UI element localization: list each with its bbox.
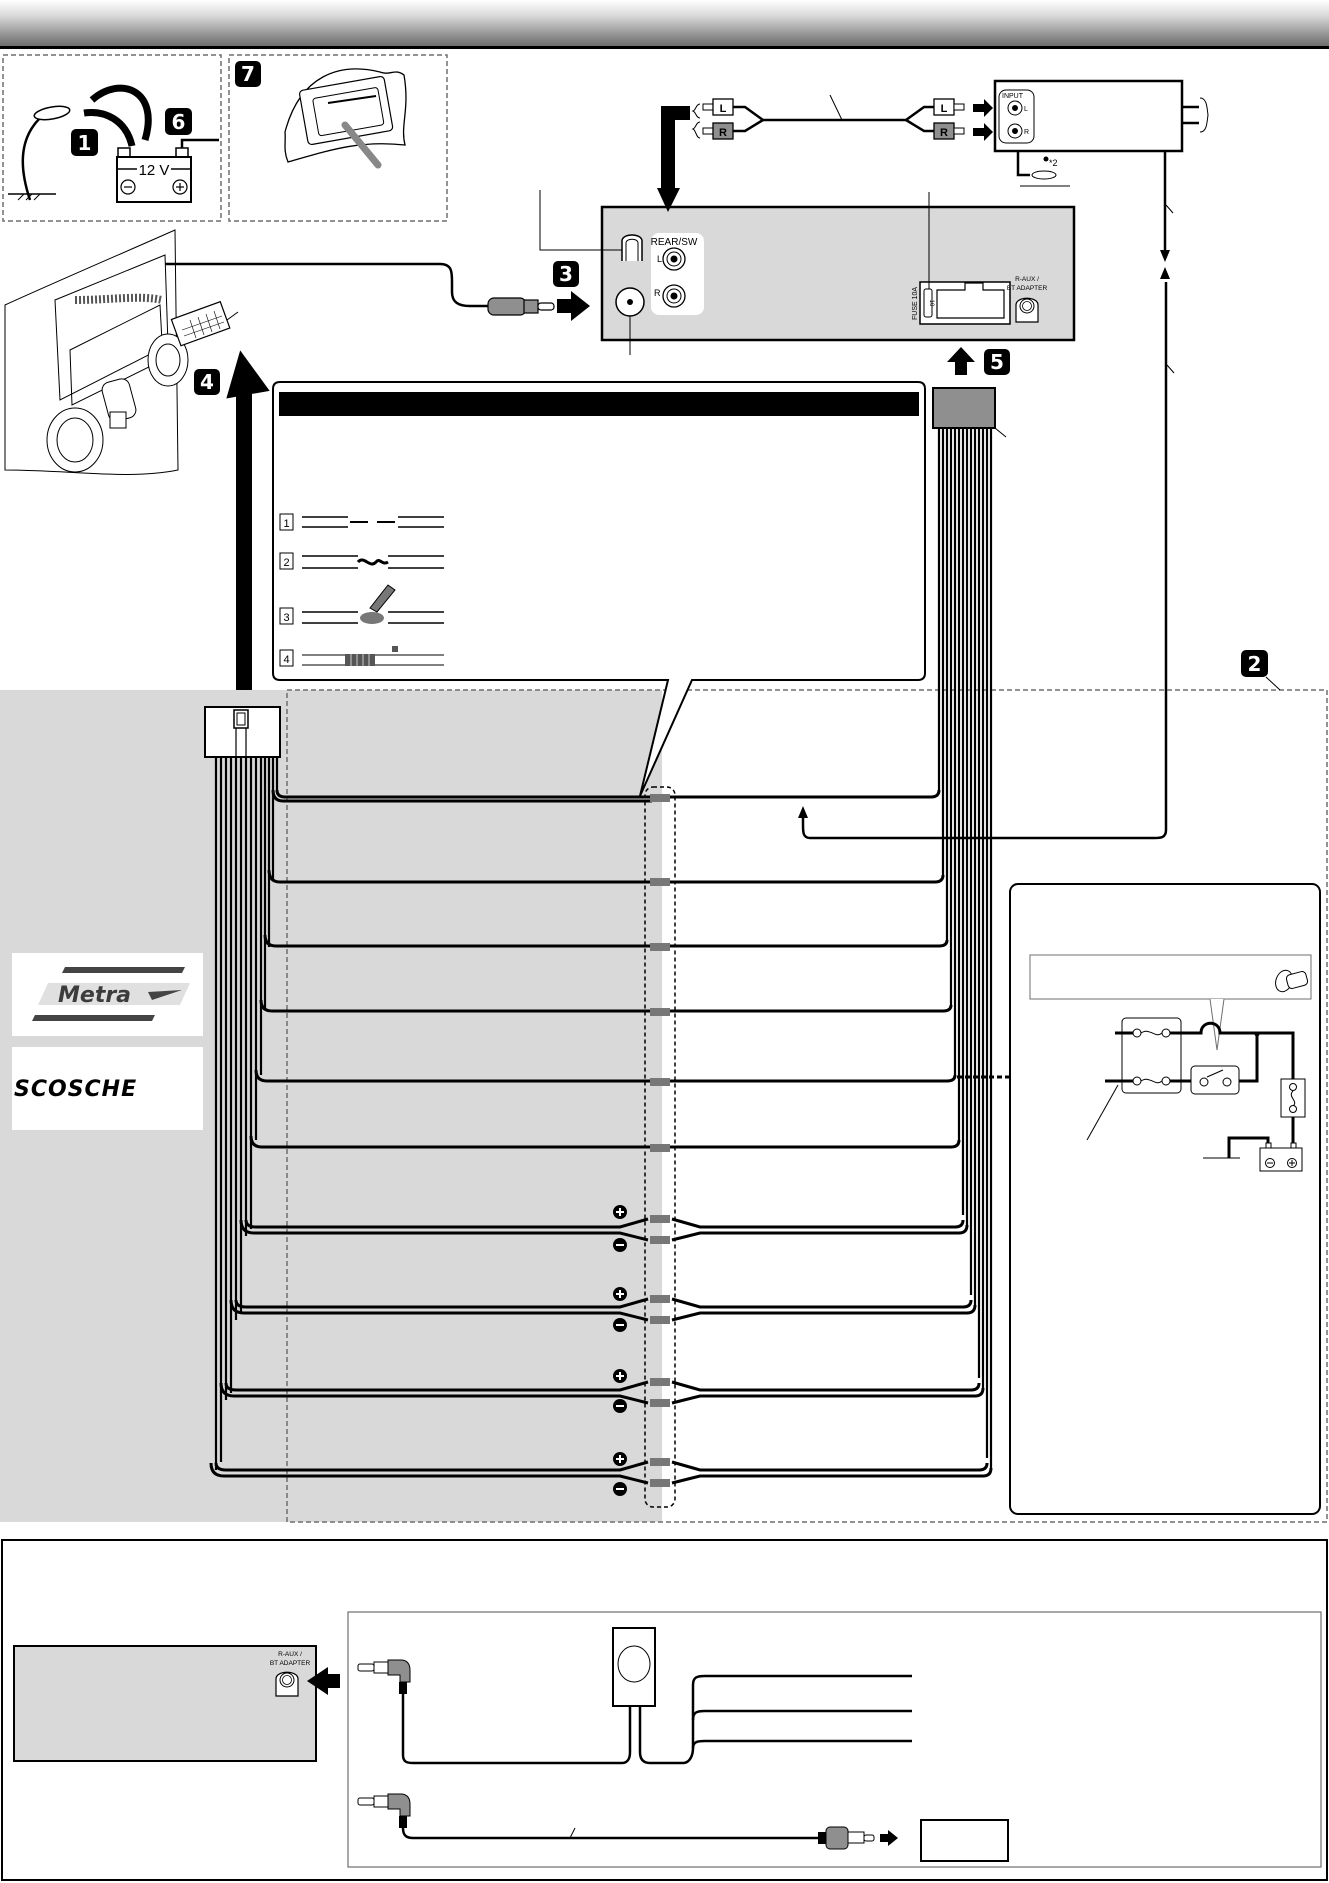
speaker-3-polarity xyxy=(613,1369,627,1413)
step-1-badge: 1 xyxy=(71,129,98,156)
rear-l-label: L xyxy=(657,254,662,264)
splice-step-1: 1 xyxy=(279,513,444,531)
svg-text:BT ADAPTER: BT ADAPTER xyxy=(270,1660,311,1667)
rca-plug-l-source: L xyxy=(702,98,734,116)
header-band xyxy=(0,0,1329,49)
splice-connectors xyxy=(650,794,670,1487)
battery-disconnect-panel: 12 V 1 6 xyxy=(2,54,222,222)
splice-step-4: 4 xyxy=(279,646,444,667)
antenna-cable: 3 xyxy=(165,261,590,321)
svg-text:R: R xyxy=(940,127,948,139)
unit-harness-plug xyxy=(932,387,996,429)
antenna-plug-icon xyxy=(487,297,527,316)
step-2-badge: 2 xyxy=(1241,650,1281,691)
accessory-panel xyxy=(347,1611,1322,1868)
arrow-left-icon xyxy=(307,1667,340,1695)
unit-side-wires xyxy=(670,789,993,1485)
svg-text:4: 4 xyxy=(200,370,214,394)
rca-plug-r-amp: R xyxy=(933,122,965,140)
svg-text:1: 1 xyxy=(283,518,289,530)
svg-text:L: L xyxy=(1024,106,1028,113)
step-7-badge: 7 xyxy=(235,61,261,87)
fuse-label: FUSE 10A xyxy=(912,287,919,320)
ground-screw-note: *2 xyxy=(1049,158,1058,168)
svg-text:R: R xyxy=(719,127,727,139)
svg-text:4: 4 xyxy=(283,654,289,666)
svg-text:1: 1 xyxy=(78,131,92,155)
car-key-icon xyxy=(1275,969,1309,993)
amp-input-label: INPUT xyxy=(1002,93,1024,100)
external-device-box xyxy=(920,1819,1009,1862)
unit-side-harness xyxy=(932,387,1007,1468)
rca-plug-l-amp: L xyxy=(933,98,965,116)
vehicle-harness-connector xyxy=(204,706,281,1470)
splice-step-3: 3 xyxy=(279,584,444,625)
raux-label-line2: BT ADAPTER xyxy=(1007,285,1048,292)
stereo-plug-icon-3 xyxy=(818,1826,875,1850)
rear-r-label: R xyxy=(654,288,661,298)
metra-logo: Metra xyxy=(12,953,203,1036)
reset-panel: 7 xyxy=(228,54,448,222)
screw-icon xyxy=(1043,156,1049,162)
bottom-accessory-section xyxy=(1,1539,1328,1881)
stereo-plug-icon-1 xyxy=(357,1659,411,1694)
svg-text:7: 7 xyxy=(241,62,255,86)
head-unit-rear-panel: REAR/SW L R FUSE 10A 10 R-AUX / BT ADAPT… xyxy=(539,190,1076,355)
amplifier-unit: INPUT L R *2 xyxy=(798,79,1209,840)
pen-tip-icon xyxy=(341,121,382,169)
soldering-iron-icon xyxy=(369,584,396,613)
step-6-badge: 6 xyxy=(165,108,192,135)
svg-text:2: 2 xyxy=(283,557,289,569)
rca-cable: L R L R xyxy=(657,94,993,212)
ignition-switch-icon xyxy=(1190,1065,1240,1095)
speaker-polarity-markers xyxy=(613,1205,627,1496)
speaker-1-polarity xyxy=(613,1205,627,1252)
svg-text:L: L xyxy=(720,103,727,115)
scosche-logo: SCOSCHE xyxy=(12,1047,203,1130)
remote-port-icon xyxy=(621,234,643,261)
svg-text:SCOSCHE: SCOSCHE xyxy=(14,1077,137,1102)
step-3-badge: 3 xyxy=(553,261,579,287)
svg-text:5: 5 xyxy=(990,350,1004,374)
splice-instructions-box: 1 2 3 4 xyxy=(272,381,926,797)
step-4-arrow: 4 xyxy=(194,350,270,710)
car-battery-icon xyxy=(1259,1147,1303,1172)
arrow-right-icon xyxy=(557,291,590,321)
step-4-badge: 4 xyxy=(194,369,220,395)
ignition-circuit-box xyxy=(1009,883,1321,1515)
rear-sw-label: REAR/SW xyxy=(651,237,698,248)
splice-header-bar xyxy=(279,392,919,416)
rca-plug-r-source: R xyxy=(702,122,734,140)
car-dashboard-illustration xyxy=(4,229,239,475)
svg-text:6: 6 xyxy=(172,110,186,134)
vehicle-side-wires xyxy=(209,789,652,1485)
svg-text:2: 2 xyxy=(1248,652,1262,676)
speaker-2-polarity xyxy=(613,1287,627,1332)
svg-text:R-AUX /: R-AUX / xyxy=(278,1651,302,1658)
bottom-head-unit: R-AUX / BT ADAPTER xyxy=(13,1645,340,1762)
raux-label-line1: R-AUX / xyxy=(1015,276,1039,283)
arrow-up-icon xyxy=(947,347,975,375)
arrow-right-icon xyxy=(880,1830,898,1846)
section-2-frame xyxy=(286,689,1328,1523)
speaker-4-polarity xyxy=(613,1452,627,1496)
step-5-marker: 5 xyxy=(947,347,1010,375)
svg-text:3: 3 xyxy=(283,612,289,624)
svg-text:L: L xyxy=(941,103,948,115)
splice-step-2: 2 xyxy=(279,552,444,570)
svg-text:R: R xyxy=(1024,129,1029,136)
svg-text:10: 10 xyxy=(928,300,934,307)
stereo-plug-icon-2 xyxy=(357,1793,411,1828)
fuse-icon xyxy=(923,288,933,318)
step-5-badge: 5 xyxy=(984,349,1010,375)
tape-icon xyxy=(345,654,375,666)
battery-voltage-label: 12 V xyxy=(139,162,170,179)
svg-text:Metra: Metra xyxy=(58,983,131,1008)
svg-text:3: 3 xyxy=(559,262,573,286)
